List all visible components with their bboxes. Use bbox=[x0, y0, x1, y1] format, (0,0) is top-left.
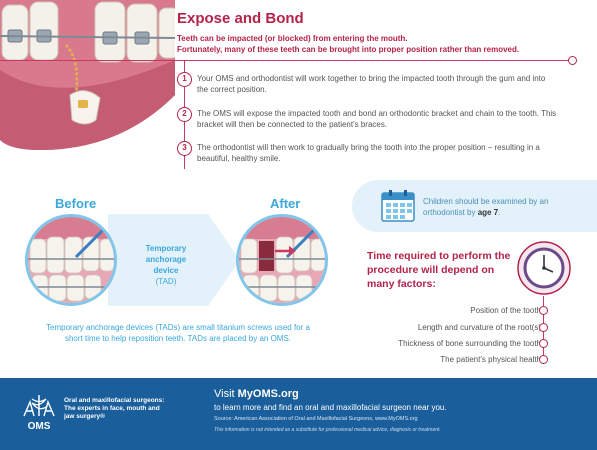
factor-dot-4 bbox=[539, 355, 548, 364]
footer-disclaimer: This information is not intended as a su… bbox=[214, 427, 441, 433]
after-braces-image bbox=[236, 214, 328, 306]
tad-label-line-2: anchorage bbox=[145, 255, 187, 264]
footer-org-line-2: The experts in face, mouth and bbox=[64, 405, 160, 412]
footer-bar bbox=[0, 378, 597, 450]
step-text-3: The orthodontist will then work to gradu… bbox=[197, 143, 540, 163]
divider-end-dot bbox=[568, 56, 577, 65]
factor-item-3: Thickness of bone surrounding the tooth bbox=[398, 339, 541, 348]
footer-visit-text: Visit MyOMS.org bbox=[214, 388, 299, 400]
svg-text:OMS: OMS bbox=[28, 421, 51, 432]
clock-icon bbox=[517, 241, 571, 295]
factor-dot-3 bbox=[539, 339, 548, 348]
divider-line bbox=[0, 60, 572, 61]
aaoms-logo: OMS bbox=[23, 395, 55, 432]
before-label: Before bbox=[55, 196, 97, 211]
footer-org-line-3: jaw surgery® bbox=[64, 413, 105, 420]
tad-label: Temporary anchorage device (TAD) bbox=[130, 243, 202, 287]
intro-line-2: Fortunately, many of these teeth can be … bbox=[177, 45, 520, 54]
footer-learn-text: to learn more and find an oral and maxil… bbox=[214, 403, 447, 412]
intro-text: Teeth can be impacted (or blocked) from … bbox=[177, 33, 572, 55]
footer-org-line-1: Oral and maxillofacial surgeons: bbox=[64, 397, 165, 404]
children-note-period: . bbox=[498, 208, 501, 217]
intro-line-1: Teeth can be impacted (or blocked) from … bbox=[177, 34, 408, 43]
step-number-2: 2 bbox=[177, 107, 192, 122]
step-text-1: Your OMS and orthodontist will work toge… bbox=[197, 74, 546, 94]
footer-visit-prefix: Visit bbox=[214, 388, 238, 400]
tad-label-line-1: Temporary bbox=[145, 244, 187, 253]
step-number-3: 3 bbox=[177, 141, 192, 156]
factor-item-4: The patient's physical health bbox=[440, 355, 541, 364]
tad-description: Temporary anchorage devices (TADs) are s… bbox=[46, 323, 310, 343]
after-label: After bbox=[270, 196, 301, 211]
footer-org-tagline: Oral and maxillofacial surgeons: The exp… bbox=[64, 397, 184, 421]
factor-item-2: Length and curvature of the root(s) bbox=[417, 323, 541, 332]
children-note-text: Children should be examined by an orthod… bbox=[423, 196, 583, 218]
children-note-text-main: Children should be examined by an orthod… bbox=[423, 197, 549, 217]
factor-dot-2 bbox=[539, 323, 548, 332]
footer-source: Source: American Association of Oral and… bbox=[214, 416, 418, 422]
impacted-tooth-illustration bbox=[0, 0, 175, 175]
children-note-age: age 7 bbox=[477, 208, 499, 217]
step-text-2: The OMS will expose the impacted tooth a… bbox=[197, 109, 557, 129]
footer-site-link[interactable]: MyOMS.org bbox=[237, 388, 299, 400]
tad-label-line-3: device bbox=[153, 266, 179, 275]
section-title: Expose and Bond bbox=[177, 10, 304, 27]
before-braces-image bbox=[25, 214, 117, 306]
step-number-1: 1 bbox=[177, 72, 192, 87]
factor-item-1: Position of the tooth bbox=[470, 306, 541, 315]
time-required-title: Time required to perform the procedure w… bbox=[367, 250, 511, 290]
transition-arrow bbox=[108, 214, 240, 306]
tad-label-line-4: (TAD) bbox=[155, 277, 177, 286]
factor-dot-1 bbox=[539, 306, 548, 315]
calendar-icon bbox=[381, 190, 415, 222]
